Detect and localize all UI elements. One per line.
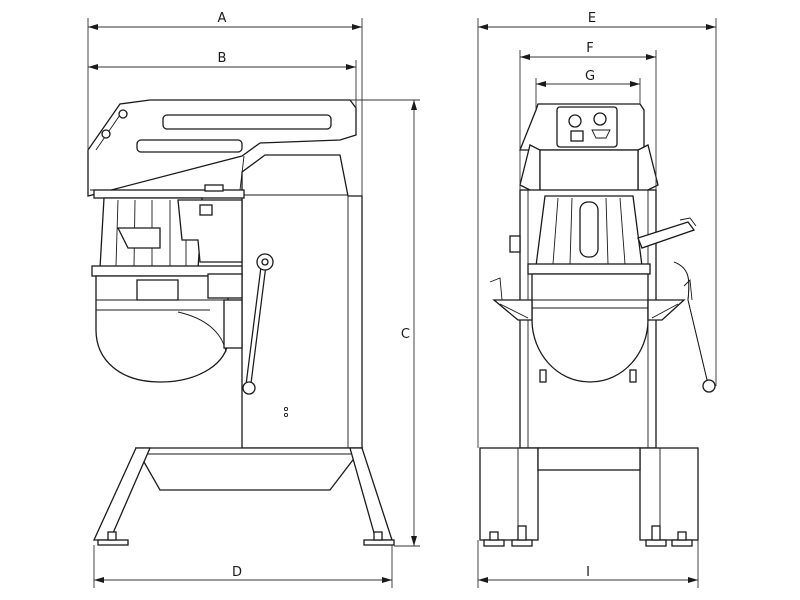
dim-label-i: I [586,565,590,580]
dim-label-g: G [585,69,595,84]
front-bowl-lever [673,261,709,385]
front-foot-2 [511,539,533,547]
side-view [87,99,395,546]
front-foot-1 [483,539,505,547]
side-lever-knob [242,381,256,395]
dimension-lines [87,18,717,588]
front-foot-4 [671,539,693,547]
front-view [479,103,716,547]
side-leg-left [92,447,151,541]
side-leg-right [349,447,393,541]
front-control-knob-1 [568,114,582,128]
front-guard-window [579,201,599,258]
side-knob-1 [101,129,111,139]
front-control-panel [556,106,618,148]
front-lever-knob [702,379,716,393]
side-bowl-handle [136,279,179,301]
side-ingredient-chute [116,227,161,249]
side-foot-right [363,539,395,546]
dim-label-c: C [401,327,410,342]
dim-label-d: D [232,565,242,580]
side-base-tray [134,447,364,491]
side-knob-2 [118,109,128,119]
dim-label-f: F [586,41,593,56]
front-bowl [531,273,649,383]
side-top-slot [162,114,332,130]
front-foot-3 [645,539,667,547]
front-guard-handle [637,221,696,249]
dim-label-a: A [218,11,227,26]
dim-label-b: B [218,51,227,66]
side-foot-left [97,539,129,546]
side-mid-slot [136,139,243,153]
front-control-knob-2 [593,112,607,126]
front-base-left [479,447,539,541]
dimension-labels: A B C D E F G I [218,11,597,580]
dim-label-e: E [588,11,596,26]
front-bowl-rim [527,263,651,275]
front-base-right [639,447,699,541]
